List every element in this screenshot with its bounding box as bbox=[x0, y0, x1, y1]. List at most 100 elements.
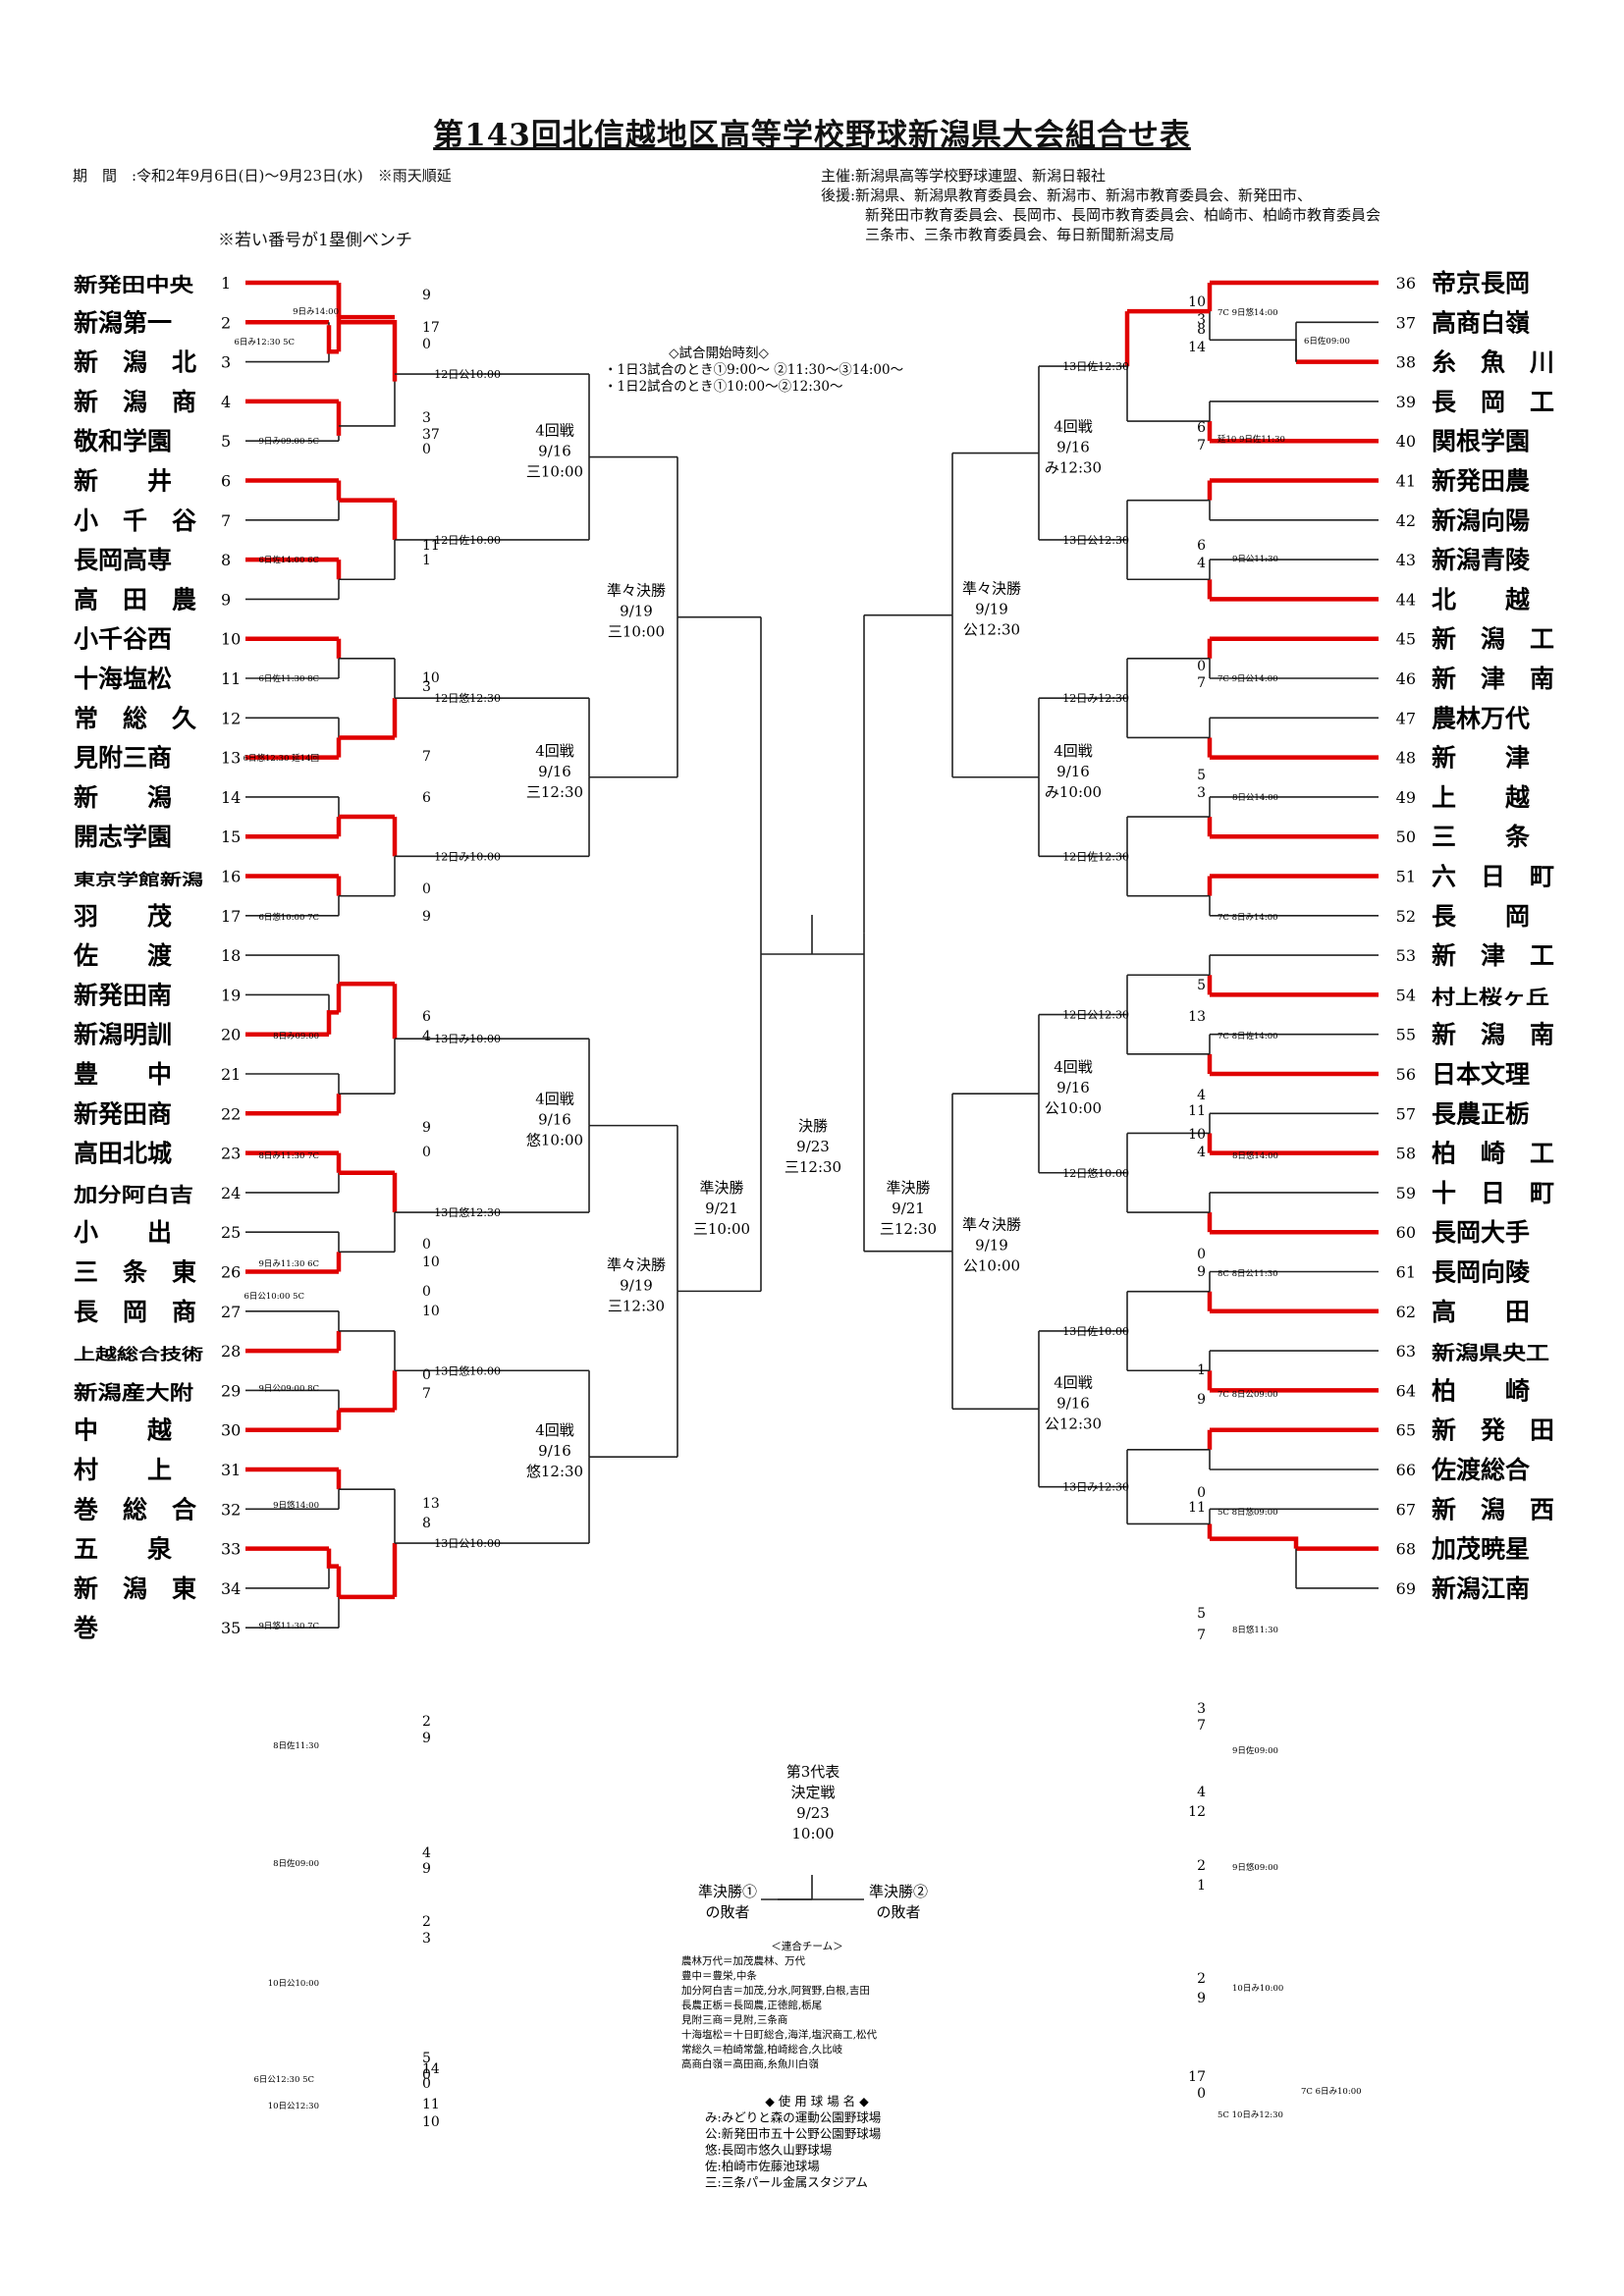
team-name: 長岡高専 bbox=[74, 546, 172, 574]
team-name: 高 田 農 bbox=[74, 585, 196, 614]
round-label: み10:00 bbox=[1045, 783, 1102, 801]
combined-team-note: 農林万代＝加茂農林、万代 bbox=[681, 1954, 805, 1967]
team-name: 新 潟 西 bbox=[1432, 1495, 1554, 1523]
team-name: 十海塩松 bbox=[74, 665, 172, 693]
score: 5 bbox=[1197, 768, 1206, 783]
score: 9 bbox=[422, 288, 431, 303]
match-schedule: 12日佐10:00 bbox=[434, 533, 501, 547]
team-name: 巻 bbox=[73, 1614, 99, 1642]
team-number: 37 bbox=[1396, 313, 1416, 332]
team-name: 日本文理 bbox=[1432, 1060, 1530, 1089]
team-name: 佐渡総合 bbox=[1431, 1456, 1531, 1484]
team-name: 農林万代 bbox=[1432, 704, 1530, 732]
team-number: 31 bbox=[221, 1461, 241, 1479]
score: 0 bbox=[422, 2076, 431, 2092]
round-label: 4回戦 bbox=[1054, 1373, 1093, 1391]
match-schedule: 8日み09:00 bbox=[273, 1032, 319, 1041]
team-name: 新潟明訓 bbox=[74, 1021, 172, 1049]
venue-note: ◆ 使 用 球 場 名 ◆ bbox=[765, 2094, 869, 2109]
winner-path bbox=[326, 1548, 339, 1569]
score: 11 bbox=[1188, 1500, 1206, 1516]
match-schedule: 12日公12:30 bbox=[1062, 1009, 1129, 1022]
team-name: 新潟向陽 bbox=[1432, 507, 1530, 535]
round-label: 第3代表 bbox=[786, 1763, 840, 1781]
score: 9 bbox=[422, 909, 431, 925]
team-name: 豊 中 bbox=[74, 1060, 172, 1089]
round-label: 公12:30 bbox=[963, 621, 1020, 639]
team-name: 羽 茂 bbox=[74, 902, 172, 931]
team-number: 46 bbox=[1396, 669, 1416, 688]
team-name: 新 潟 商 bbox=[74, 388, 196, 416]
team-name: 新 潟 東 bbox=[74, 1575, 196, 1603]
team-number: 58 bbox=[1396, 1145, 1416, 1163]
team-name: 長 岡 bbox=[1432, 902, 1530, 931]
round-label: 三12:30 bbox=[526, 783, 583, 801]
team-name: 東京学館新潟 bbox=[74, 871, 203, 889]
team-name: 小千谷西 bbox=[74, 625, 172, 654]
match-schedule: 12日公10:00 bbox=[434, 368, 501, 381]
team-name: 帝京長岡 bbox=[1432, 269, 1530, 297]
match-schedule: 6日悠10:00 7C bbox=[258, 912, 319, 923]
round-label: 9/21 bbox=[705, 1200, 738, 1217]
team-name: 常 総 久 bbox=[74, 704, 196, 732]
score: 0 bbox=[422, 337, 431, 352]
venue-note: み:みどりと森の運動公園野球場 bbox=[705, 2110, 881, 2125]
round-label: 9/23 bbox=[796, 1138, 830, 1155]
score: 0 bbox=[1197, 659, 1206, 674]
score: 0 bbox=[422, 1145, 431, 1160]
start-time-note: ・1日3試合のとき①9:00～ ②11:30～③14:00～ bbox=[604, 362, 903, 378]
team-name: 新発田南 bbox=[74, 981, 172, 1009]
score: 7 bbox=[1197, 675, 1206, 691]
team-number: 23 bbox=[221, 1145, 241, 1163]
score: 7 bbox=[422, 1386, 431, 1402]
team-number: 62 bbox=[1396, 1303, 1416, 1321]
team-name: 新潟江南 bbox=[1432, 1575, 1530, 1603]
score: 4 bbox=[422, 1029, 431, 1044]
combined-team-note: 常総久＝柏崎常盤,柏崎総合,久比岐 bbox=[681, 2043, 843, 2056]
team-number: 53 bbox=[1396, 946, 1416, 965]
round-label: 三12:30 bbox=[785, 1158, 841, 1176]
team-number: 29 bbox=[221, 1381, 241, 1400]
team-number: 42 bbox=[1396, 511, 1416, 530]
round-label: 9/19 bbox=[975, 1237, 1008, 1255]
team-name: 六 日 町 bbox=[1432, 863, 1554, 891]
score: 2 bbox=[422, 1714, 431, 1730]
score: 4 bbox=[1197, 1088, 1206, 1103]
team-number: 41 bbox=[1396, 472, 1416, 491]
round-label: 三10:00 bbox=[608, 623, 665, 641]
team-name: 関根学園 bbox=[1432, 427, 1530, 455]
score: 3 bbox=[422, 1931, 431, 1947]
round-label: 9/23 bbox=[796, 1804, 830, 1822]
round-label: 準々決勝 bbox=[607, 582, 666, 600]
team-number: 55 bbox=[1396, 1026, 1416, 1044]
round-label: 三10:00 bbox=[693, 1220, 750, 1238]
match-schedule: 9日公11:30 bbox=[1232, 555, 1278, 564]
team-number: 43 bbox=[1396, 551, 1416, 569]
combined-team-note: 十海塩松＝十日町総合,海洋,塩沢商工,松代 bbox=[681, 2028, 878, 2041]
team-name: 新潟青陵 bbox=[1432, 546, 1531, 574]
team-number: 30 bbox=[221, 1421, 241, 1440]
score: 7 bbox=[422, 749, 431, 765]
score: 0 bbox=[422, 1284, 431, 1300]
round-label: 公10:00 bbox=[1045, 1099, 1102, 1117]
team-name: 加分阿白吉 bbox=[73, 1183, 193, 1206]
match-schedule: 10日公10:00 bbox=[268, 1979, 319, 1989]
combined-team-note: 加分阿白吉＝加茂,分水,阿賀野,白根,吉田 bbox=[681, 1984, 870, 1997]
team-name: 糸 魚 川 bbox=[1432, 348, 1554, 377]
score: 9 bbox=[422, 1861, 431, 1877]
team-number: 39 bbox=[1396, 393, 1416, 411]
team-name: 柏 崎 工 bbox=[1432, 1140, 1554, 1168]
team-number: 61 bbox=[1396, 1263, 1416, 1282]
team-number: 16 bbox=[221, 868, 241, 886]
match-schedule: 8日佐11:30 bbox=[273, 1740, 319, 1751]
match-schedule: 7C 8日み14:00 bbox=[1218, 913, 1278, 923]
page-title: 第143回北信越地区高等学校野球新潟県大会組合せ表 bbox=[433, 118, 1191, 153]
score: 2 bbox=[1197, 1971, 1206, 1987]
venue-note: 三:三条パール金属スタジアム bbox=[705, 2175, 868, 2190]
score: 2 bbox=[422, 1914, 431, 1930]
match-schedule: 12日佐12:30 bbox=[1062, 849, 1129, 863]
match-schedule: 8日み11:30 7C bbox=[258, 1151, 319, 1161]
score: 5 bbox=[422, 2051, 431, 2066]
score: 4 bbox=[1197, 1785, 1206, 1800]
score: 7 bbox=[1197, 438, 1206, 454]
